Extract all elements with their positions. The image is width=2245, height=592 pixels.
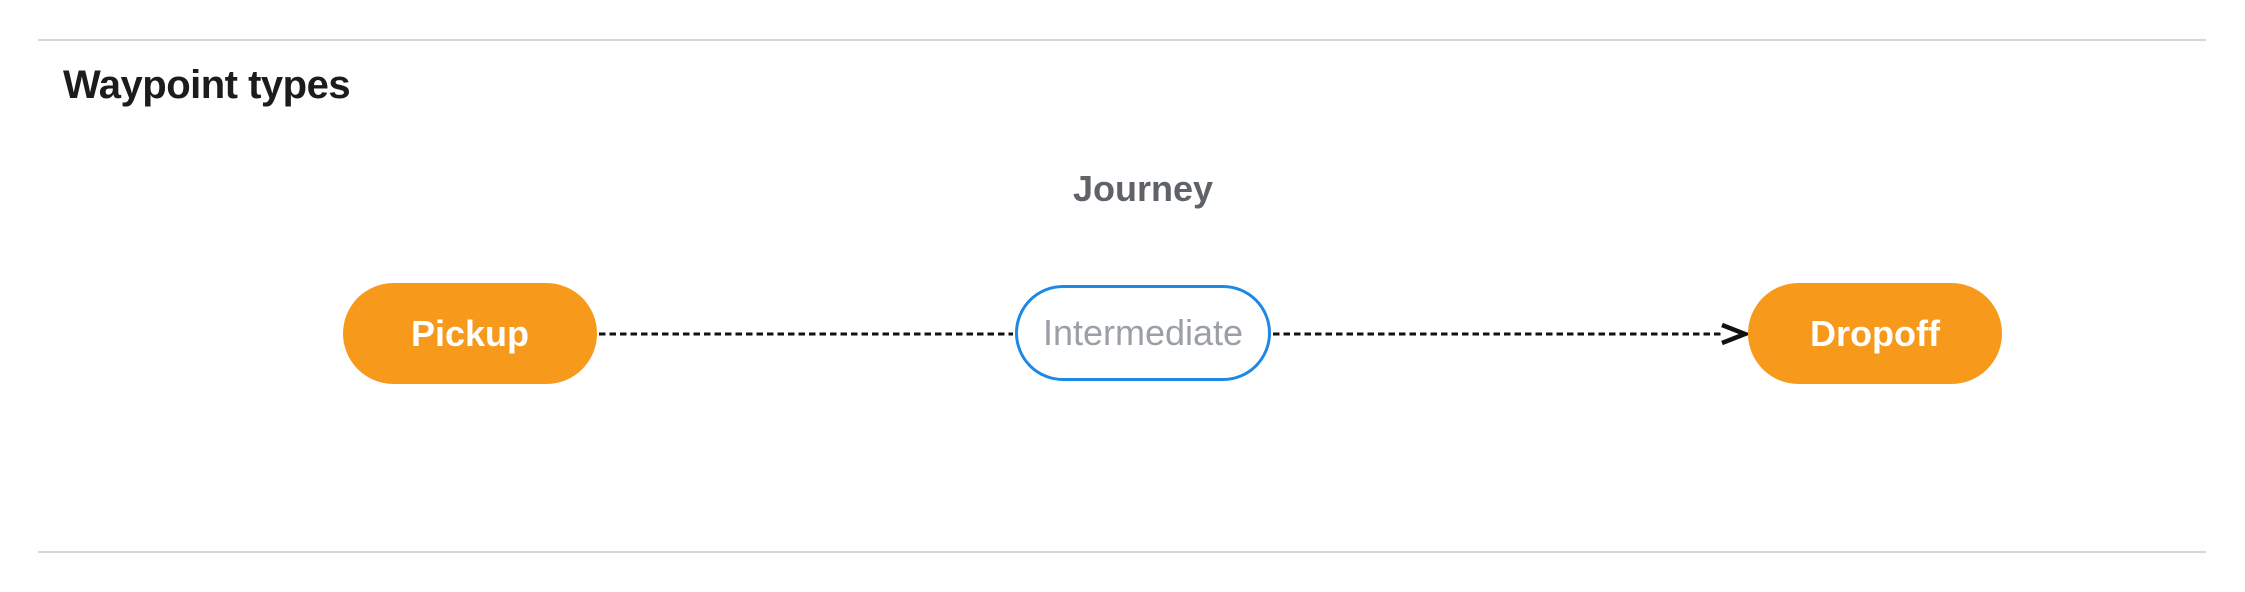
top-divider	[38, 39, 2206, 41]
node-intermediate-label: Intermediate	[1042, 312, 1244, 353]
arrowhead-icon	[1721, 322, 1752, 346]
section-heading: Waypoint types	[63, 63, 351, 107]
node-dropoff-label: Dropoff	[1810, 312, 1940, 354]
node-dropoff: Dropoff	[1748, 283, 2002, 384]
journey-label: Journey	[1072, 168, 1214, 209]
node-pickup-label: Pickup	[410, 312, 530, 354]
node-pickup: Pickup	[343, 283, 597, 384]
node-intermediate: Intermediate	[1015, 285, 1271, 381]
bottom-divider	[38, 551, 2206, 553]
